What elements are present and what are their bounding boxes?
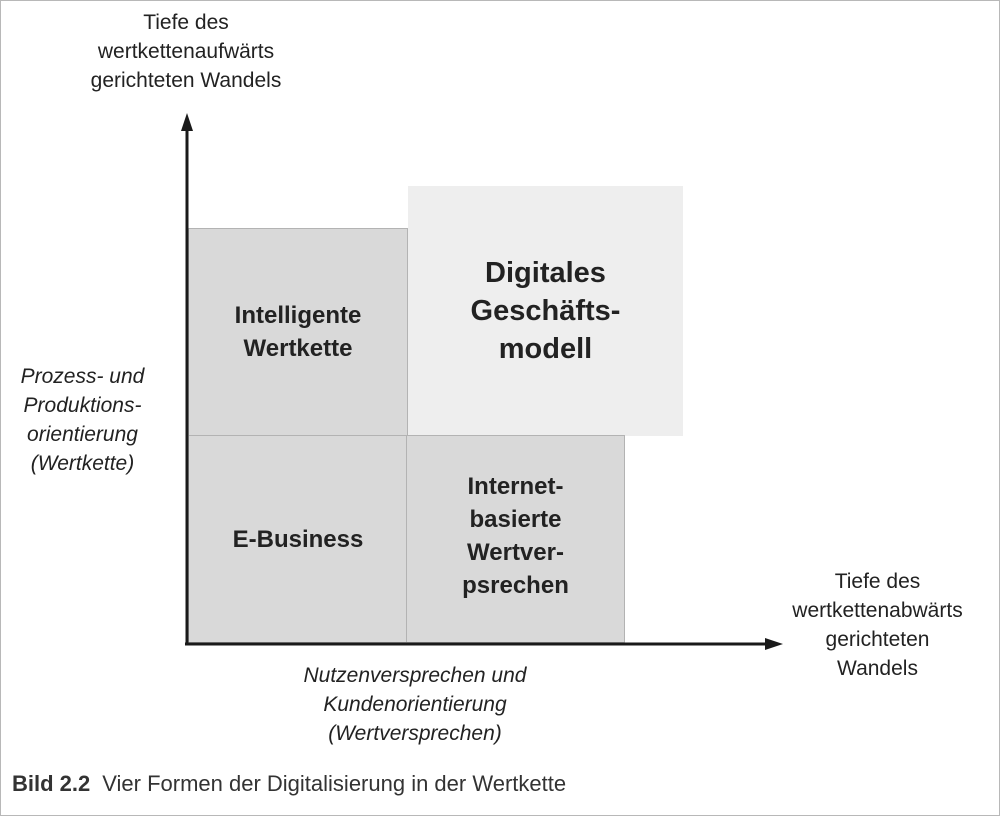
- quadrant-e-business: E-Business: [188, 435, 408, 643]
- x-axis-arrowhead: [765, 638, 783, 650]
- quadrant-internet-value-proposition: Internet- basierte Wertver- psrechen: [406, 435, 625, 643]
- y-axis-dimension-label: Prozess- und Produktions- orientierung (…: [20, 365, 145, 475]
- y-axis-arrowhead: [181, 113, 193, 131]
- quadrant-intelligent-value-chain-label: Intelligente Wertkette: [234, 302, 362, 362]
- figure-caption: Bild 2.2 Vier Formen der Digitalisierung …: [12, 771, 566, 797]
- x-axis-dimension-label: Nutzenversprechen und Kundenorientierung…: [303, 664, 527, 745]
- figure-caption-text: Vier Formen der Digitalisierung in der W…: [102, 771, 567, 796]
- y-axis-title: Tiefe des wertkettenaufwärts gerichteten…: [90, 11, 282, 92]
- quadrant-digital-business-model-label: Digitales Geschäfts- modell: [470, 257, 621, 365]
- quadrant-internet-value-proposition-label: Internet- basierte Wertver- psrechen: [462, 473, 569, 599]
- figure-number: Bild 2.2: [12, 771, 91, 796]
- quadrant-e-business-label: E-Business: [232, 525, 364, 553]
- quadrant-digital-business-model: Digitales Geschäfts- modell: [408, 186, 683, 436]
- x-axis-title: Tiefe des wertkettenabwärts gerichteten …: [792, 570, 963, 680]
